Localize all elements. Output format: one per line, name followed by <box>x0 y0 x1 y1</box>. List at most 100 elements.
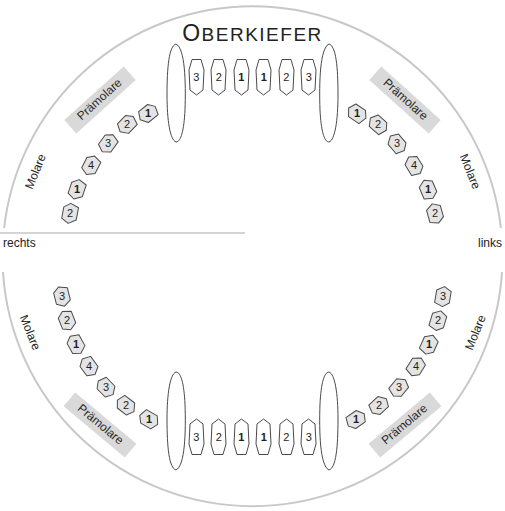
tooth-number: 3 <box>103 381 109 393</box>
tooth-outline: 2 <box>368 397 390 414</box>
tooth-path <box>234 60 249 96</box>
tooth-path <box>189 419 204 455</box>
tooth-path <box>344 407 369 430</box>
tooth-number: 3 <box>193 71 199 83</box>
canine-outline <box>167 44 185 142</box>
jaw-title: OBERKIEFER <box>182 21 323 46</box>
tooth-number: 2 <box>375 118 381 130</box>
region-label: Prämolare <box>380 402 431 448</box>
tooth-number: 3 <box>394 137 400 149</box>
tooth-outline: 1 <box>66 181 88 198</box>
tooth-path <box>425 202 444 225</box>
tooth-number: 1 <box>73 338 79 350</box>
tooth-path <box>256 60 271 96</box>
tooth-outline: 3 <box>432 288 454 305</box>
tooth-outline: 1 <box>345 411 367 428</box>
tooth-path <box>211 419 226 455</box>
tooth-outline: 1 <box>255 418 272 456</box>
tooth-path <box>96 131 120 156</box>
tooth-path <box>279 419 294 455</box>
region-label: Molare <box>23 152 50 191</box>
tooth-number: 2 <box>435 314 441 326</box>
tooth-path <box>114 393 139 417</box>
tooth-outline: 2 <box>116 116 138 133</box>
tooth-number: 4 <box>86 360 92 372</box>
tooth-path <box>80 153 103 178</box>
tooth-number: 3 <box>59 290 65 302</box>
tooth-path <box>115 112 140 137</box>
jaw-arc <box>3 272 502 506</box>
tooth-outline: 3 <box>188 58 205 96</box>
tooth-number: 1 <box>261 71 267 83</box>
tooth-path <box>256 419 271 455</box>
tooth-outline: 2 <box>278 418 295 456</box>
tooth-outline: 2 <box>56 312 78 329</box>
tooth-number: 1 <box>353 413 359 425</box>
region-label: Molare <box>456 152 483 191</box>
tooth-outline: 3 <box>300 58 317 96</box>
tooth-path <box>279 60 294 96</box>
tooth-outline: 4 <box>403 157 425 174</box>
jaw-arc <box>4 6 501 228</box>
tooth-outline: 1 <box>346 105 368 122</box>
tooth-path <box>387 375 412 400</box>
tooth-number: 2 <box>432 207 438 219</box>
tooth-outline: 4 <box>405 358 427 375</box>
tooth-outline: 2 <box>210 58 227 96</box>
tooth-number: 2 <box>283 431 289 443</box>
tooth-number: 1 <box>145 107 151 119</box>
tooth-number: 2 <box>123 399 129 411</box>
tooth-outline: 1 <box>233 58 250 96</box>
tooth-number: 4 <box>413 360 419 372</box>
divider-line <box>0 233 245 234</box>
canine-outline <box>320 44 338 142</box>
tooth-number: 1 <box>426 338 432 350</box>
tooth-path <box>418 332 440 357</box>
tooth-path <box>66 177 87 201</box>
tooth-path <box>403 153 426 178</box>
tooth-outline: 4 <box>78 358 100 375</box>
tooth-outline: 2 <box>367 116 389 133</box>
tooth-outline: 1 <box>233 418 250 456</box>
tooth-path <box>367 393 392 417</box>
tooth-outline: 2 <box>210 418 227 456</box>
tooth-path <box>234 419 249 455</box>
canine-outline <box>167 372 185 470</box>
tooth-number: 1 <box>74 183 80 195</box>
tooth-outline: 3 <box>95 379 117 396</box>
tooth-outline: 3 <box>386 135 408 152</box>
tooth-path <box>65 332 87 357</box>
region-label: Prämolare <box>75 402 126 448</box>
tooth-outline: 3 <box>97 135 119 152</box>
tooth-path <box>211 60 226 96</box>
tooth-number: 4 <box>411 159 417 171</box>
tooth-path <box>366 112 391 137</box>
tooth-number: 2 <box>67 207 73 219</box>
tooth-number: 2 <box>64 314 70 326</box>
tooth-number: 2 <box>216 71 222 83</box>
tooth-outline: 1 <box>65 336 87 353</box>
tooth-path <box>57 308 78 332</box>
tooth-number: 4 <box>88 159 94 171</box>
tooth-number: 1 <box>354 107 360 119</box>
tooth-number: 1 <box>238 71 244 83</box>
tooth-outline: 1 <box>138 411 160 428</box>
tooth-path <box>404 354 428 379</box>
tooth-outline: 1 <box>137 105 159 122</box>
tooth-outline: 1 <box>417 181 439 198</box>
tooth-number: 2 <box>216 431 222 443</box>
tooth-outline: 1 <box>418 336 440 353</box>
tooth-outline: 3 <box>300 418 317 456</box>
tooth-number: 1 <box>261 431 267 443</box>
tooth-outline: 4 <box>80 157 102 174</box>
tooth-path <box>434 285 453 308</box>
tooth-number: 1 <box>425 183 431 195</box>
tooth-outline: 1 <box>255 58 272 96</box>
tooth-number: 3 <box>440 290 446 302</box>
tooth-path <box>136 101 161 125</box>
tooth-number: 1 <box>146 413 152 425</box>
tooth-number: 2 <box>124 118 130 130</box>
tooth-number: 2 <box>283 71 289 83</box>
